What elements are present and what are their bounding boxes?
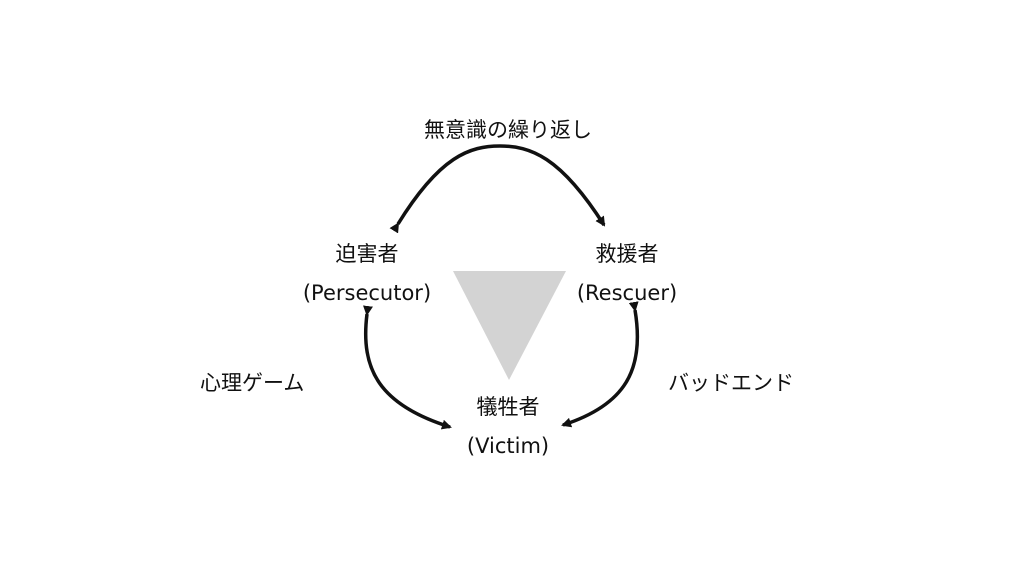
victim-jp-label: 犠牲者 <box>476 395 540 419</box>
persecutor-jp-label: 迫害者 <box>335 242 399 266</box>
right-badend-arrow <box>561 301 640 428</box>
persecutor-en-label: (Persecutor) <box>302 281 432 305</box>
victim-en-label: (Victim) <box>466 434 550 458</box>
bad-end-label: バッドエンド <box>668 371 794 395</box>
left-game-arrow <box>363 305 452 430</box>
center-triangle <box>453 271 566 380</box>
top-cycle-label: 無意識の繰り返し <box>424 118 592 142</box>
psychological-game-label: 心理ゲーム <box>200 371 305 395</box>
rescuer-en-label: (Rescuer) <box>576 281 678 305</box>
top-cycle-arrow <box>389 144 606 234</box>
rescuer-jp-label: 救援者 <box>595 242 659 266</box>
